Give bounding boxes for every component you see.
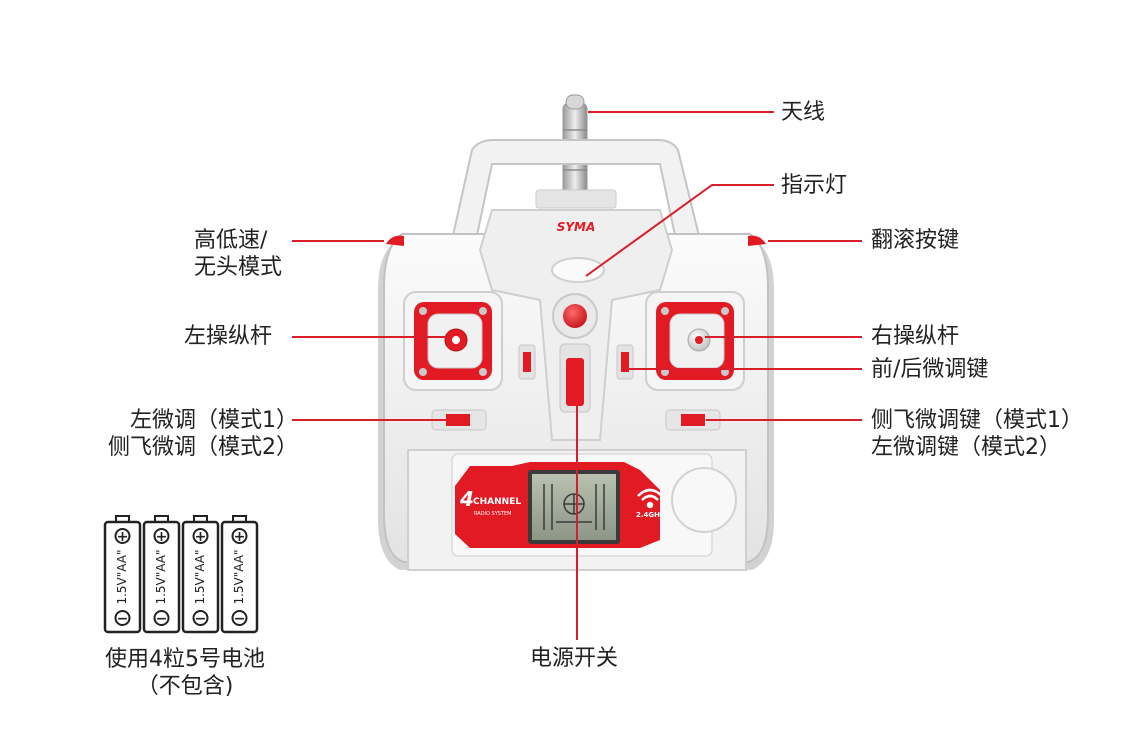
battery-plus-sign: + — [234, 529, 246, 545]
fwd-back-trim-key[interactable] — [616, 344, 634, 380]
left-vertical-trim[interactable] — [518, 344, 536, 380]
battery-voltage-text: 1.5V"AA" — [115, 549, 129, 604]
center-button[interactable] — [552, 293, 598, 339]
left-stick-assembly — [403, 291, 503, 391]
battery-plus-sign: + — [195, 529, 207, 545]
speed-mode-button[interactable] — [386, 235, 404, 246]
label-left-stick: 左操纵杆 — [184, 324, 273, 349]
channel-word: CHANNEL — [473, 497, 521, 507]
battery-1: +1.5V"AA" − — [103, 515, 142, 634]
label-power-switch: 电源开关 — [530, 646, 619, 671]
battery-minus-sign: − — [117, 611, 129, 627]
battery-voltage-text: 1.5V"AA" — [232, 549, 246, 604]
frequency-text: 2.4GHz — [636, 511, 664, 519]
battery-2: +1.5V"AA" − — [142, 515, 181, 634]
label-left-trim: 左微调（模式1） 侧飞微调（模式2） — [108, 408, 298, 460]
label-side-trim: 侧飞微调键（模式1） 左微调键（模式2） — [871, 408, 1083, 460]
power-switch[interactable] — [559, 343, 591, 413]
battery-4: +1.5V"AA" − — [220, 515, 259, 634]
label-right-stick: 右操纵杆 — [871, 324, 960, 349]
side-flight-trim-key[interactable] — [665, 409, 721, 431]
battery-group: +1.5V"AA" − +1.5V"AA" − +1.5V"AA" − +1.5V"AA" − — [103, 515, 259, 634]
radio-system-text: RADIO SYSTEM — [474, 511, 511, 517]
flip-button[interactable] — [748, 235, 766, 246]
round-cover-button[interactable] — [671, 467, 737, 533]
leader-indicator — [585, 184, 774, 277]
battery-minus-sign: − — [156, 611, 168, 627]
battery-minus-sign: − — [195, 611, 207, 627]
label-flip-key: 翻滚按键 — [871, 228, 960, 253]
label-speed-mode: 高低速/ 无头模式 — [194, 228, 283, 280]
right-stick-assembly — [645, 291, 745, 391]
wireless-signal-icon — [637, 488, 663, 509]
label-antenna: 天线 — [781, 100, 826, 125]
indicator-light — [551, 257, 605, 283]
brand-logo: SYMA — [557, 220, 596, 234]
battery-voltage-text: 1.5V"AA" — [193, 549, 207, 604]
battery-plus-sign: + — [117, 529, 129, 545]
label-battery-note: 使用4粒5号电池 （不包含) — [105, 647, 265, 699]
label-indicator: 指示灯 — [781, 173, 848, 198]
leader-lines — [292, 111, 862, 640]
battery-voltage-text: 1.5V"AA" — [154, 549, 168, 604]
battery-minus-sign: − — [234, 611, 246, 627]
channel-number: 4 — [459, 487, 474, 511]
battery-plus-sign: + — [156, 529, 168, 545]
label-fwd-back-trim: 前/后微调键 — [871, 357, 989, 382]
battery-3: +1.5V"AA" − — [181, 515, 220, 634]
